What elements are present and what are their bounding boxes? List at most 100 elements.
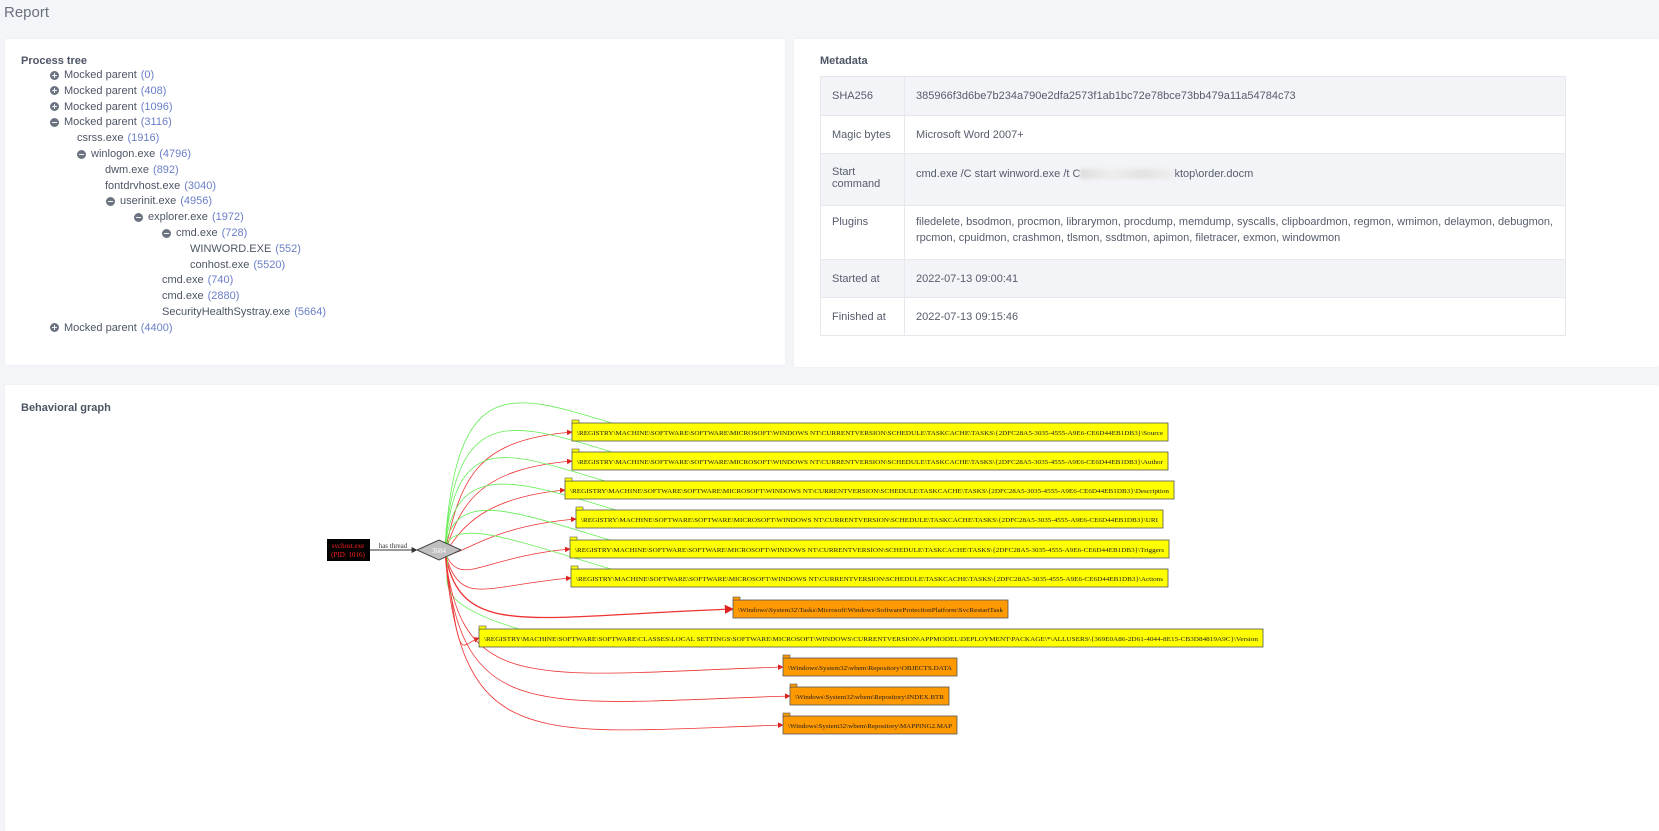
graph-node-box[interactable] [570, 568, 1169, 588]
graph-node-tab [564, 477, 573, 482]
write-edge [444, 546, 571, 570]
process-pid-link[interactable]: (1096) [140, 100, 173, 113]
graph-node-label: \REGISTRY\MACHINE\SOFTWARE\SOFTWARE\MICR… [575, 547, 1165, 554]
graph-node-box[interactable] [732, 599, 1009, 619]
metadata-key: Plugins [820, 205, 905, 260]
collapse-icon[interactable]: − [162, 228, 171, 238]
redacted-path [1080, 169, 1175, 180]
process-pid-link[interactable]: (1972) [211, 211, 244, 224]
graph-node-box[interactable] [564, 480, 1175, 500]
graph-node-box[interactable] [571, 451, 1169, 471]
process-name: Mocked parent [64, 116, 137, 129]
graph-node-box[interactable] [575, 509, 1164, 529]
process-tree-node[interactable]: cmd.exe(740) [162, 273, 233, 287]
metadata-row-start-command: Start command cmd.exe /C start winword.e… [820, 153, 1566, 206]
process-tree-node[interactable]: dwm.exe(892) [105, 163, 179, 177]
metadata-key-text: Plugins [832, 216, 869, 228]
process-name: explorer.exe [148, 211, 208, 224]
registry-key-node[interactable]: \REGISTRY\MACHINE\SOFTWARE\SOFTWARE\MICR… [571, 448, 1169, 471]
file-node[interactable]: \Windows\System32\wbem\Repository\OBJECT… [782, 654, 958, 677]
process-pid-link[interactable]: (892) [153, 163, 179, 176]
process-pid-link[interactable]: (0) [140, 69, 155, 81]
process-tree-node[interactable]: −winlogon.exe(4796) [77, 147, 191, 161]
registry-key-node[interactable]: \REGISTRY\MACHINE\SOFTWARE\SOFTWARE\MICR… [570, 565, 1169, 588]
metadata-value: Microsoft Word 2007+ [904, 115, 1566, 154]
metadata-table: SHA256 385966f3d6be7b234a790e2dfa2573f1a… [820, 76, 1566, 336]
registry-key-node[interactable]: \REGISTRY\MACHINE\SOFTWARE\SOFTWARE\CLAS… [478, 625, 1264, 648]
process-node-box[interactable] [327, 539, 370, 561]
file-node[interactable]: \Windows\System32\wbem\Repository\MAPPIN… [782, 712, 958, 735]
process-pid-link[interactable]: (4796) [159, 148, 192, 160]
graph-node-box[interactable] [789, 686, 950, 706]
process-pid-link[interactable]: (728) [221, 227, 248, 239]
process-tree-node[interactable]: + Mocked parent(4400) [50, 321, 173, 335]
file-node[interactable]: \Windows\System32\Tasks\Microsoft\Window… [732, 596, 1009, 619]
expand-icon[interactable]: + [50, 102, 59, 112]
process-node[interactable]: svchost.exe (PID: 1016) [327, 539, 370, 561]
process-tree-node[interactable]: +Mocked parent(0) [50, 68, 154, 82]
process-pid-link[interactable]: (5664) [294, 306, 326, 318]
thread-node-diamond[interactable] [415, 539, 463, 561]
process-tree-node[interactable]: SecurityHealthSystray.exe(5664) [162, 305, 326, 319]
write-edge [444, 552, 784, 674]
process-node-pid: (PID: 1016) [331, 551, 365, 559]
collapse-icon[interactable]: − [50, 117, 59, 127]
collapse-icon[interactable]: − [134, 212, 143, 222]
graph-node-label: \REGISTRY\MACHINE\SOFTWARE\SOFTWARE\MICR… [577, 430, 1163, 437]
process-tree-node[interactable]: −cmd.exe(728) [162, 226, 247, 240]
process-pid-link[interactable]: (3040) [184, 179, 217, 192]
collapse-icon[interactable]: − [106, 196, 115, 206]
process-tree-node[interactable]: −explorer.exe(1972) [134, 210, 244, 224]
process-tree-node[interactable]: conhost.exe(5520) [190, 258, 285, 272]
file-node[interactable]: \Windows\System32\wbem\Repository\INDEX.… [789, 683, 950, 706]
registry-key-node[interactable]: \REGISTRY\MACHINE\SOFTWARE\SOFTWARE\MICR… [569, 536, 1170, 559]
graph-node-box[interactable] [478, 628, 1264, 648]
graph-node-box[interactable] [782, 657, 958, 677]
process-pid-link[interactable]: (4400) [140, 321, 173, 334]
graph-node-label: \Windows\System32\wbem\Repository\OBJECT… [788, 665, 953, 672]
registry-key-node[interactable]: \REGISTRY\MACHINE\SOFTWARE\SOFTWARE\MICR… [564, 477, 1175, 500]
process-pid-link[interactable]: (3116) [140, 116, 172, 129]
write-edge [444, 552, 791, 702]
process-tree-node[interactable]: WINWORD.EXE(552) [190, 242, 301, 256]
expand-icon[interactable]: + [50, 86, 59, 96]
process-name: userinit.exe [120, 195, 177, 208]
process-tree-node[interactable]: −Mocked parent(3116) [50, 115, 172, 129]
process-tree-node[interactable]: fontdrvhost.exe(3040) [105, 179, 216, 193]
process-name: cmd.exe [176, 227, 218, 239]
start-command-prefix: cmd.exe /C start winword.exe /t C [916, 168, 1081, 180]
process-pid-link[interactable]: (2880) [207, 290, 240, 303]
metadata-key: SHA256 [820, 76, 905, 116]
metadata-value[interactable]: 385966f3d6be7b234a790e2dfa2573f1ab1bc72e… [904, 76, 1566, 116]
graph-node-tab [478, 625, 487, 630]
process-pid-link[interactable]: (552) [275, 242, 301, 255]
graph-node-box[interactable] [571, 422, 1169, 442]
graph-node-label: \REGISTRY\MACHINE\SOFTWARE\SOFTWARE\MICR… [570, 488, 1170, 495]
process-tree-node[interactable]: −userinit.exe(4956) [106, 194, 212, 208]
expand-icon[interactable]: + [50, 70, 59, 80]
process-tree-node[interactable]: csrss.exe(1916) [77, 131, 159, 145]
metadata-row-sha256: SHA256 385966f3d6be7b234a790e2dfa2573f1a… [820, 76, 1566, 116]
start-command-suffix: ktop\order.docm [1174, 168, 1254, 180]
process-tree-node[interactable]: +Mocked parent(1096) [50, 100, 173, 114]
graph-node-box[interactable] [569, 539, 1170, 559]
thread-node[interactable]: 3684 [415, 539, 463, 561]
registry-key-node[interactable]: \REGISTRY\MACHINE\SOFTWARE\SOFTWARE\MICR… [575, 506, 1164, 529]
registry-key-node[interactable]: \REGISTRY\MACHINE\SOFTWARE\SOFTWARE\MICR… [571, 419, 1169, 442]
process-pid-link[interactable]: (408) [140, 84, 167, 97]
process-name: fontdrvhost.exe [105, 179, 181, 192]
graph-node-tab [575, 506, 584, 511]
graph-node-tab [570, 565, 579, 570]
collapse-icon[interactable]: − [77, 149, 86, 159]
behavioral-graph[interactable]: \REGISTRY\MACHINE\SOFTWARE\SOFTWARE\MICR… [5, 385, 1659, 831]
process-tree-node[interactable]: +Mocked parent(408) [50, 84, 166, 98]
process-pid-link[interactable]: (740) [207, 274, 234, 287]
process-tree-node[interactable]: cmd.exe(2880) [162, 289, 239, 303]
process-name: Mocked parent [64, 321, 137, 334]
graph-node-box[interactable] [782, 715, 958, 735]
write-edge [444, 487, 566, 554]
process-pid-link[interactable]: (1916) [127, 132, 160, 145]
process-pid-link[interactable]: (4956) [180, 195, 213, 208]
process-pid-link[interactable]: (5520) [253, 258, 286, 271]
expand-icon[interactable]: + [50, 323, 59, 333]
